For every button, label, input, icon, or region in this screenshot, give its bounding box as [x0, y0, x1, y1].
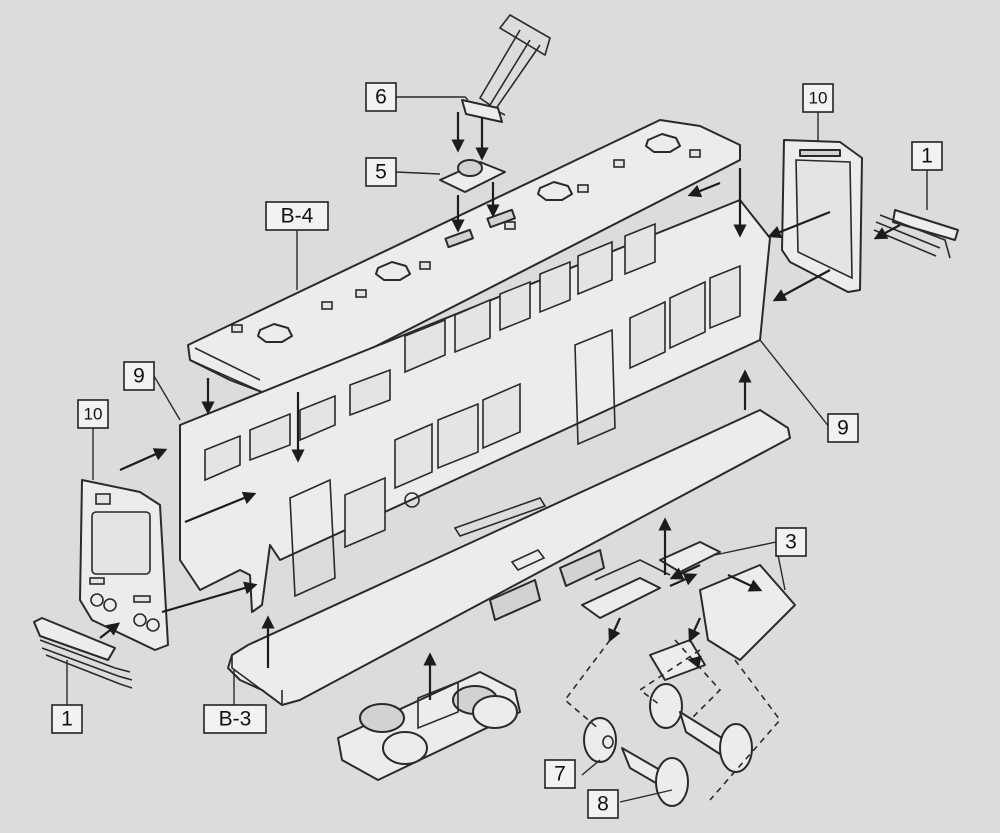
- wheelset: [583, 683, 753, 807]
- label-roof: B-4: [265, 201, 329, 231]
- label-floor: B-3: [203, 704, 267, 734]
- label-text: 10: [84, 405, 103, 424]
- label-pantograph-base: 5: [365, 157, 397, 187]
- bogie-left: [337, 671, 521, 781]
- assembly-arrows: [99, 112, 901, 700]
- pantograph-base: [439, 159, 506, 193]
- label-bogie: 3: [775, 527, 807, 557]
- label-text: 5: [375, 161, 387, 184]
- label-end-left: 10: [77, 399, 109, 429]
- label-text: 9: [133, 365, 145, 388]
- label-wheel: 7: [544, 759, 576, 789]
- label-text: B-3: [219, 708, 252, 731]
- lower-windows: [344, 264, 741, 549]
- coupler-right: [873, 209, 959, 259]
- label-text: B-4: [281, 205, 314, 228]
- label-axle: 8: [587, 789, 619, 819]
- label-text: 10: [809, 89, 828, 108]
- upper-windows: [204, 222, 656, 482]
- bogie-right: [581, 541, 796, 681]
- label-text: 1: [921, 145, 933, 168]
- label-text: 7: [554, 763, 566, 786]
- headlamp-icon: [404, 492, 420, 508]
- label-text: 6: [375, 86, 387, 109]
- floor-part: [227, 409, 791, 706]
- label-text: 1: [61, 708, 73, 731]
- pantograph: [461, 13, 551, 123]
- label-coupler-left: 1: [51, 704, 83, 734]
- coupler-left: [33, 617, 133, 689]
- label-text: 8: [597, 793, 609, 816]
- label-end-right: 10: [802, 83, 834, 113]
- label-text: 9: [837, 417, 849, 440]
- side-panel-left: [179, 199, 771, 613]
- label-coupler-right: 1: [911, 141, 943, 171]
- label-side-left: 9: [123, 361, 155, 391]
- label-side-right: 9: [827, 413, 859, 443]
- label-pantograph: 6: [365, 82, 397, 112]
- end-panel-left: [79, 479, 169, 651]
- label-text: 3: [785, 531, 797, 554]
